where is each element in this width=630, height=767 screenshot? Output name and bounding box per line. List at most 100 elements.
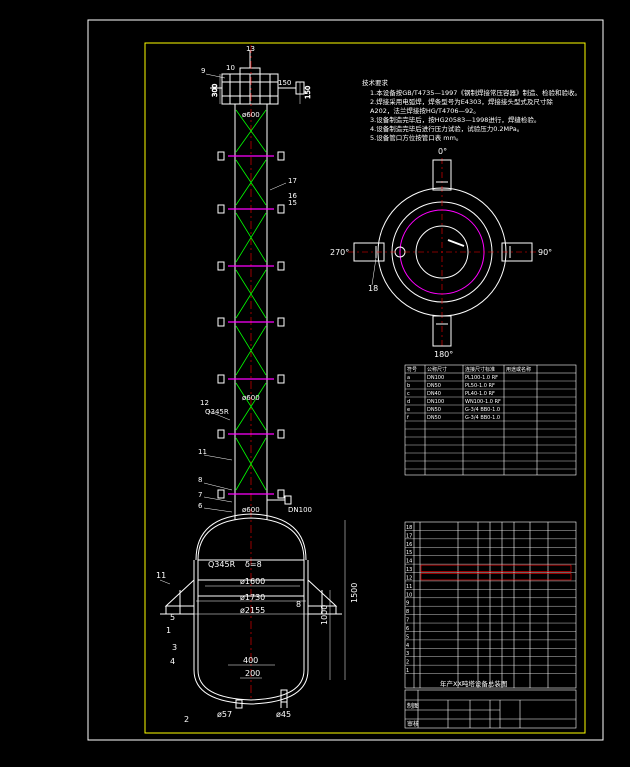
notes-line-5: 4.设备制造完毕后进行压力试验，试验压力0.2MPa。 [370, 124, 523, 133]
notes-line-4: 3.设备制造完毕后，按HG20583—1998进行，焊缝检验。 [370, 115, 540, 124]
notes-line-6: 5.设备管口方位按管口表 mm。 [370, 133, 462, 142]
label-dim-150: 150 [278, 79, 291, 87]
parts-table-index: 11 [406, 584, 412, 590]
nozzle-table-cell: G-3/4 BB0-1.0 [465, 407, 500, 413]
parts-table-index: 8 [406, 609, 409, 615]
parts-table-index: 14 [406, 559, 412, 565]
parts-table-highlight [420, 564, 572, 572]
nozzle-table-header-cell: 连接尺寸标准 [465, 366, 495, 373]
nozzle-table [404, 364, 577, 476]
parts-table-index: 3 [406, 651, 409, 657]
label-dim-150b: 150 [304, 86, 312, 99]
nozzle-table-cell: a [407, 375, 410, 381]
label-item-16: 16 [288, 192, 297, 200]
nozzle-table-cell: DN100 [427, 375, 444, 381]
label-vessel-item-11: 11 [156, 571, 166, 580]
title-block [404, 689, 577, 729]
label-vessel-material: Q345R [208, 560, 236, 569]
label-dia-1730: ø1730 [240, 593, 265, 602]
nozzle-table-cell: b [407, 383, 410, 389]
label-dim-300: 300 [211, 84, 219, 97]
label-nozzle-dn100: DN100 [288, 506, 312, 514]
notes-line-2: 2.焊接采用电弧焊，焊条型号为E4303，焊接接头型式及尺寸除 [370, 97, 553, 106]
label-item-12: 12 [200, 399, 209, 407]
parts-table-index: 1 [406, 668, 409, 674]
nozzle-table-header-cell: 符号 [407, 366, 417, 373]
notes-line-3: A202，法兰焊接按HG/T4706—92。 [370, 106, 480, 115]
nozzle-table-cell: WN100-1.0 RF [465, 399, 501, 405]
label-vessel-item-4: 4 [170, 657, 175, 666]
section-flanges [228, 155, 274, 495]
parts-table-highlight [420, 573, 572, 581]
nozzle-table-cell: e [407, 407, 410, 413]
label-orientation-item-18: 18 [368, 284, 378, 293]
label-nozzle-45: ø45 [276, 710, 291, 719]
parts-table-footer: 年产XX吨塔设备总装图 [440, 679, 507, 688]
parts-table-index: 10 [406, 592, 412, 598]
label-vessel-thickness: δ=8 [245, 560, 262, 569]
label-deg-0: 0° [438, 147, 447, 156]
nozzle-table-cell: f [407, 415, 409, 421]
parts-table-index: 18 [406, 525, 412, 531]
notes-line-1: 1.本设备按GB/T4735—1997《钢制焊接常压容器》制造、检验和验收。 [370, 88, 581, 97]
label-item-13: 13 [246, 45, 255, 53]
parts-table-index: 15 [406, 550, 412, 556]
label-vessel-item-5: 5 [170, 613, 175, 622]
label-nozzle-57: ø57 [217, 710, 232, 719]
label-item-15: 15 [288, 199, 297, 207]
nozzle-table-cell: DN50 [427, 407, 441, 413]
label-dia-1600: ø1600 [240, 577, 265, 586]
label-vessel-item-3: 3 [172, 643, 177, 652]
parts-table-index: 2 [406, 660, 409, 666]
nozzle-table-cell: PL100-1.0 RF [465, 375, 498, 381]
label-material-mid: Q345R [205, 408, 229, 416]
label-item-10: 10 [226, 64, 235, 72]
nozzle-table-cell: DN50 [427, 415, 441, 421]
label-deg-270: 270° [330, 248, 349, 257]
outer-frame [87, 19, 604, 741]
nozzle-table-cell: PL40-1.0 RF [465, 391, 495, 397]
label-item-9: 9 [201, 67, 205, 75]
nozzle-table-cell: G-3/4 BB0-1.0 [465, 415, 500, 421]
parts-table-index: 17 [406, 533, 412, 539]
label-dia-600-top: ø600 [242, 111, 260, 119]
label-item-7: 7 [198, 491, 202, 499]
label-vessel-item-1: 1 [166, 626, 171, 635]
nozzle-table-cell: DN50 [427, 383, 441, 389]
title-checked-label: 审核 [407, 720, 419, 728]
parts-table-index: 4 [406, 643, 409, 649]
label-deg-90: 90° [538, 248, 552, 257]
nozzle-table-cell: d [407, 399, 410, 405]
label-dim-400: 400 [243, 656, 258, 665]
column-nozzles [217, 151, 292, 505]
nozzle-table-cell: c [407, 391, 410, 397]
parts-table-index: 5 [406, 634, 409, 640]
nozzle-table-cell: DN40 [427, 391, 441, 397]
label-dia-600-mid: ø600 [242, 394, 260, 402]
label-item-17: 17 [288, 177, 297, 185]
label-item-6: 6 [198, 502, 203, 510]
packing-sections [235, 109, 267, 491]
label-dim-1500: 1500 [350, 583, 359, 603]
parts-table-index: 12 [406, 575, 412, 581]
nozzle-table-cell: PL50-1.0 RF [465, 383, 495, 389]
label-deg-180: 180° [434, 350, 453, 359]
notes-heading: 技术要求 [362, 78, 389, 87]
label-item-8: 8 [198, 476, 202, 484]
parts-table-index: 16 [406, 542, 412, 548]
nozzle-table-cell: DN100 [427, 399, 444, 405]
nozzle-table-header-cell: 公称尺寸 [427, 366, 447, 373]
parts-table-index: 7 [406, 618, 409, 624]
orientation-view [348, 158, 536, 347]
label-dim-200: 200 [245, 669, 260, 678]
parts-table-index: 6 [406, 626, 409, 632]
column-assembly [210, 50, 305, 510]
label-dia-600-bot: ø600 [242, 506, 260, 514]
parts-table [404, 521, 577, 689]
nozzle-table-header-cell: 用途或名称 [506, 366, 531, 373]
inner-frame [144, 42, 586, 734]
label-dia-2155: ø2155 [240, 606, 265, 615]
